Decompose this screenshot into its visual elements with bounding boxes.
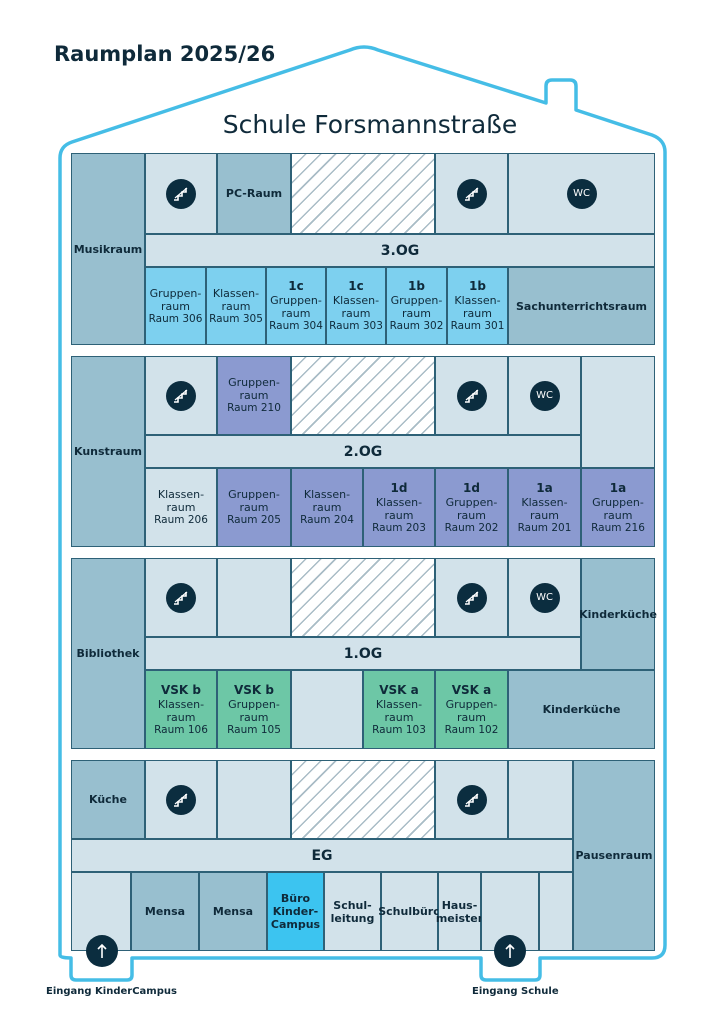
room-mensa-2[interactable]: Mensa [199,872,267,951]
stairwell [435,153,508,234]
stairwell [145,760,217,839]
entrance-schule-label: Eingang Schule [472,986,559,997]
stairwell [145,153,217,234]
stairwell [435,558,508,637]
wc-icon: WC [529,380,560,411]
room-204[interactable]: Klassen- raum Raum 204 [291,468,363,547]
room-kinderkueche-top[interactable]: Kinderküche [579,558,657,670]
room-kueche[interactable]: Küche [71,760,145,839]
room-210[interactable]: Gruppen- raum Raum 210 [217,356,291,435]
stairwell [145,558,217,637]
room-305[interactable]: Klassen- raum Raum 305 [206,267,266,345]
entrance-schule-icon[interactable] [494,935,526,967]
room-302[interactable]: 1b Gruppen- raum Raum 302 [386,267,447,345]
wc-icon: WC [529,582,560,613]
room-empty [508,760,573,839]
page-title: Raumplan 2025/26 [54,42,276,66]
room-kinderkueche-bottom[interactable]: Kinderküche [508,670,655,749]
stairs-icon [456,380,487,411]
room-schulbuero[interactable]: Schulbüro [378,872,441,951]
room-sachunterricht[interactable]: Sachunterrichtsraum [508,267,655,345]
room-bibliothek[interactable]: Bibliothek [71,558,145,749]
room-106[interactable]: VSK b Klassen- raum Raum 106 [145,670,217,749]
stairwell [145,356,217,435]
room-216[interactable]: 1a Gruppen- raum Raum 216 [581,468,655,547]
room-105[interactable]: VSK b Gruppen- raum Raum 105 [217,670,291,749]
room-pc-raum[interactable]: PC-Raum [217,153,291,234]
room-empty [291,670,363,749]
void-area [291,760,435,839]
room-kunstraum[interactable]: Kunstraum [71,356,145,547]
room-mensa-1[interactable]: Mensa [131,872,199,951]
wc-icon: WC [566,178,597,209]
room-empty [539,872,573,951]
room-304[interactable]: 1c Gruppen- raum Raum 304 [266,267,326,345]
entrance-kindercampus-icon[interactable] [86,935,118,967]
stairs-icon [166,178,196,209]
room-303[interactable]: 1c Klassen- raum Raum 303 [326,267,386,345]
stairs-icon [456,178,487,209]
void-area [291,153,435,234]
room-musikraum[interactable]: Musikraum [71,153,145,345]
room-empty [217,760,291,839]
room-empty [581,356,655,468]
room-schulleitung[interactable]: Schul- leitung [324,872,381,951]
restroom[interactable]: WC [508,153,655,234]
stairwell [435,356,508,435]
room-201[interactable]: 1a Klassen- raum Raum 201 [508,468,581,547]
corridor-3og: 3.OG [145,234,655,267]
restroom[interactable]: WC [508,356,581,435]
stairs-icon [166,582,196,613]
void-area [291,356,435,435]
room-301[interactable]: 1b Klassen- raum Raum 301 [447,267,508,345]
restroom[interactable]: WC [508,558,581,637]
room-buero-kindercampus[interactable]: Büro Kinder- Campus [267,872,324,951]
room-203[interactable]: 1d Klassen- raum Raum 203 [363,468,435,547]
school-name: Schule Forsmannstraße [222,110,518,139]
corridor-1og: 1.OG [145,637,581,670]
room-102[interactable]: VSK a Gruppen- raum Raum 102 [435,670,508,749]
corridor-2og: 2.OG [145,435,581,468]
void-area [291,558,435,637]
stairwell [435,760,508,839]
stairs-icon [166,380,196,411]
stairs-icon [166,784,196,815]
room-306[interactable]: Gruppen- raum Raum 306 [145,267,206,345]
room-103[interactable]: VSK a Klassen- raum Raum 103 [363,670,435,749]
stairs-icon [456,582,487,613]
room-205[interactable]: Gruppen- raum Raum 205 [217,468,291,547]
room-pausenraum[interactable]: Pausenraum [573,760,655,951]
stairs-icon [456,784,487,815]
corridor-eg: EG [71,839,573,872]
room-202[interactable]: 1d Gruppen- raum Raum 202 [435,468,508,547]
room-hausmeister[interactable]: Haus- meister [436,872,483,951]
room-206[interactable]: Klassen- raum Raum 206 [145,468,217,547]
room-empty [217,558,291,637]
entrance-kindercampus-label: Eingang KinderCampus [46,986,177,997]
